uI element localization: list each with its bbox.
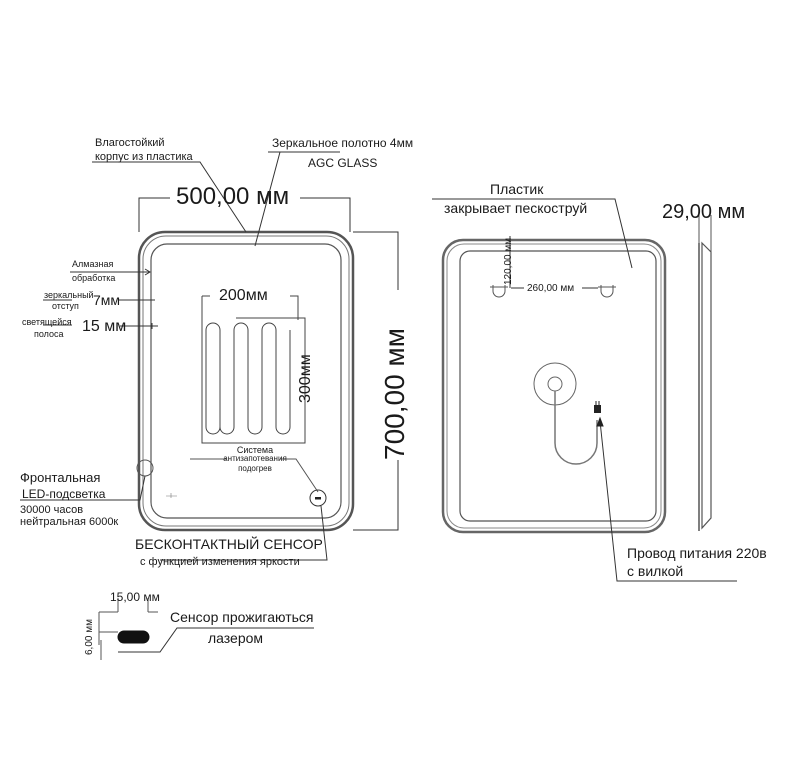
sensor-callout-line2: с функцией изменения яркости — [140, 556, 300, 568]
heater-width-dimension: 200мм — [219, 287, 268, 304]
frontal-led-line2: LED-подсветка — [22, 487, 106, 501]
heater-element — [201, 295, 306, 444]
antifog-line2: антизапотевания — [223, 454, 287, 463]
diamond-callout-line1: Алмазная — [72, 259, 114, 269]
mirror-callout-line1: Зеркальное полотно 4мм — [272, 136, 414, 150]
light-strip-value: 15 мм — [82, 318, 127, 335]
height-dimension: 700,00 мм — [379, 328, 410, 460]
side-profile — [698, 215, 712, 531]
cable-callout-line2: с вилкой — [627, 563, 684, 579]
sensor-height-dimension: 6,00 мм — [84, 619, 95, 655]
sensor-note-line1: Сенсор прожигаються — [170, 609, 314, 625]
mirror-offset-value: 7мм — [93, 292, 121, 308]
sensor-width-dimension: 15,00 мм — [110, 590, 160, 604]
frontal-led-line1: Фронтальная — [20, 470, 101, 485]
plastic-callout-line2: закрывает пескоструй — [444, 200, 588, 216]
width-dimension: 500,00 мм — [176, 183, 290, 210]
sensor-callout-line1: БЕСКОНТАКТНЫЙ СЕНСОР — [135, 536, 323, 552]
antifog-line1: Система — [236, 445, 274, 455]
frontal-led-line3: 30000 часов — [20, 504, 84, 516]
front-mirror-frame — [137, 230, 355, 532]
housing-callout-line2: корпус из пластика — [95, 151, 193, 163]
back-frame — [441, 238, 667, 534]
plastic-callout-line1: Пластик — [490, 181, 544, 197]
diamond-callout-line2: обработка — [72, 273, 116, 283]
mirror-offset-line1: зеркальный — [44, 290, 94, 300]
cable-callout-line1: Провод питания 220в — [627, 545, 767, 561]
mirror-callout-line2: AGC GLASS — [308, 156, 378, 170]
light-strip-line1: светящейся — [22, 317, 72, 327]
light-strip-line2: полоса — [34, 329, 64, 339]
antifog-line3: подогрев — [238, 464, 272, 473]
heater-height-dimension: 300мм — [297, 354, 314, 403]
housing-callout-line1: Влагостойкий — [95, 137, 165, 149]
sensor-note-line2: лазером — [208, 630, 264, 646]
hook-offset-dimension: 120,00 мм — [503, 237, 514, 285]
hook-spacing-dimension: 260,00 мм — [527, 283, 575, 294]
depth-dimension: 29,00 мм — [662, 201, 746, 223]
frontal-led-line4: нейтральная 6000к — [20, 516, 119, 528]
mirror-offset-line2: отступ — [52, 301, 79, 311]
